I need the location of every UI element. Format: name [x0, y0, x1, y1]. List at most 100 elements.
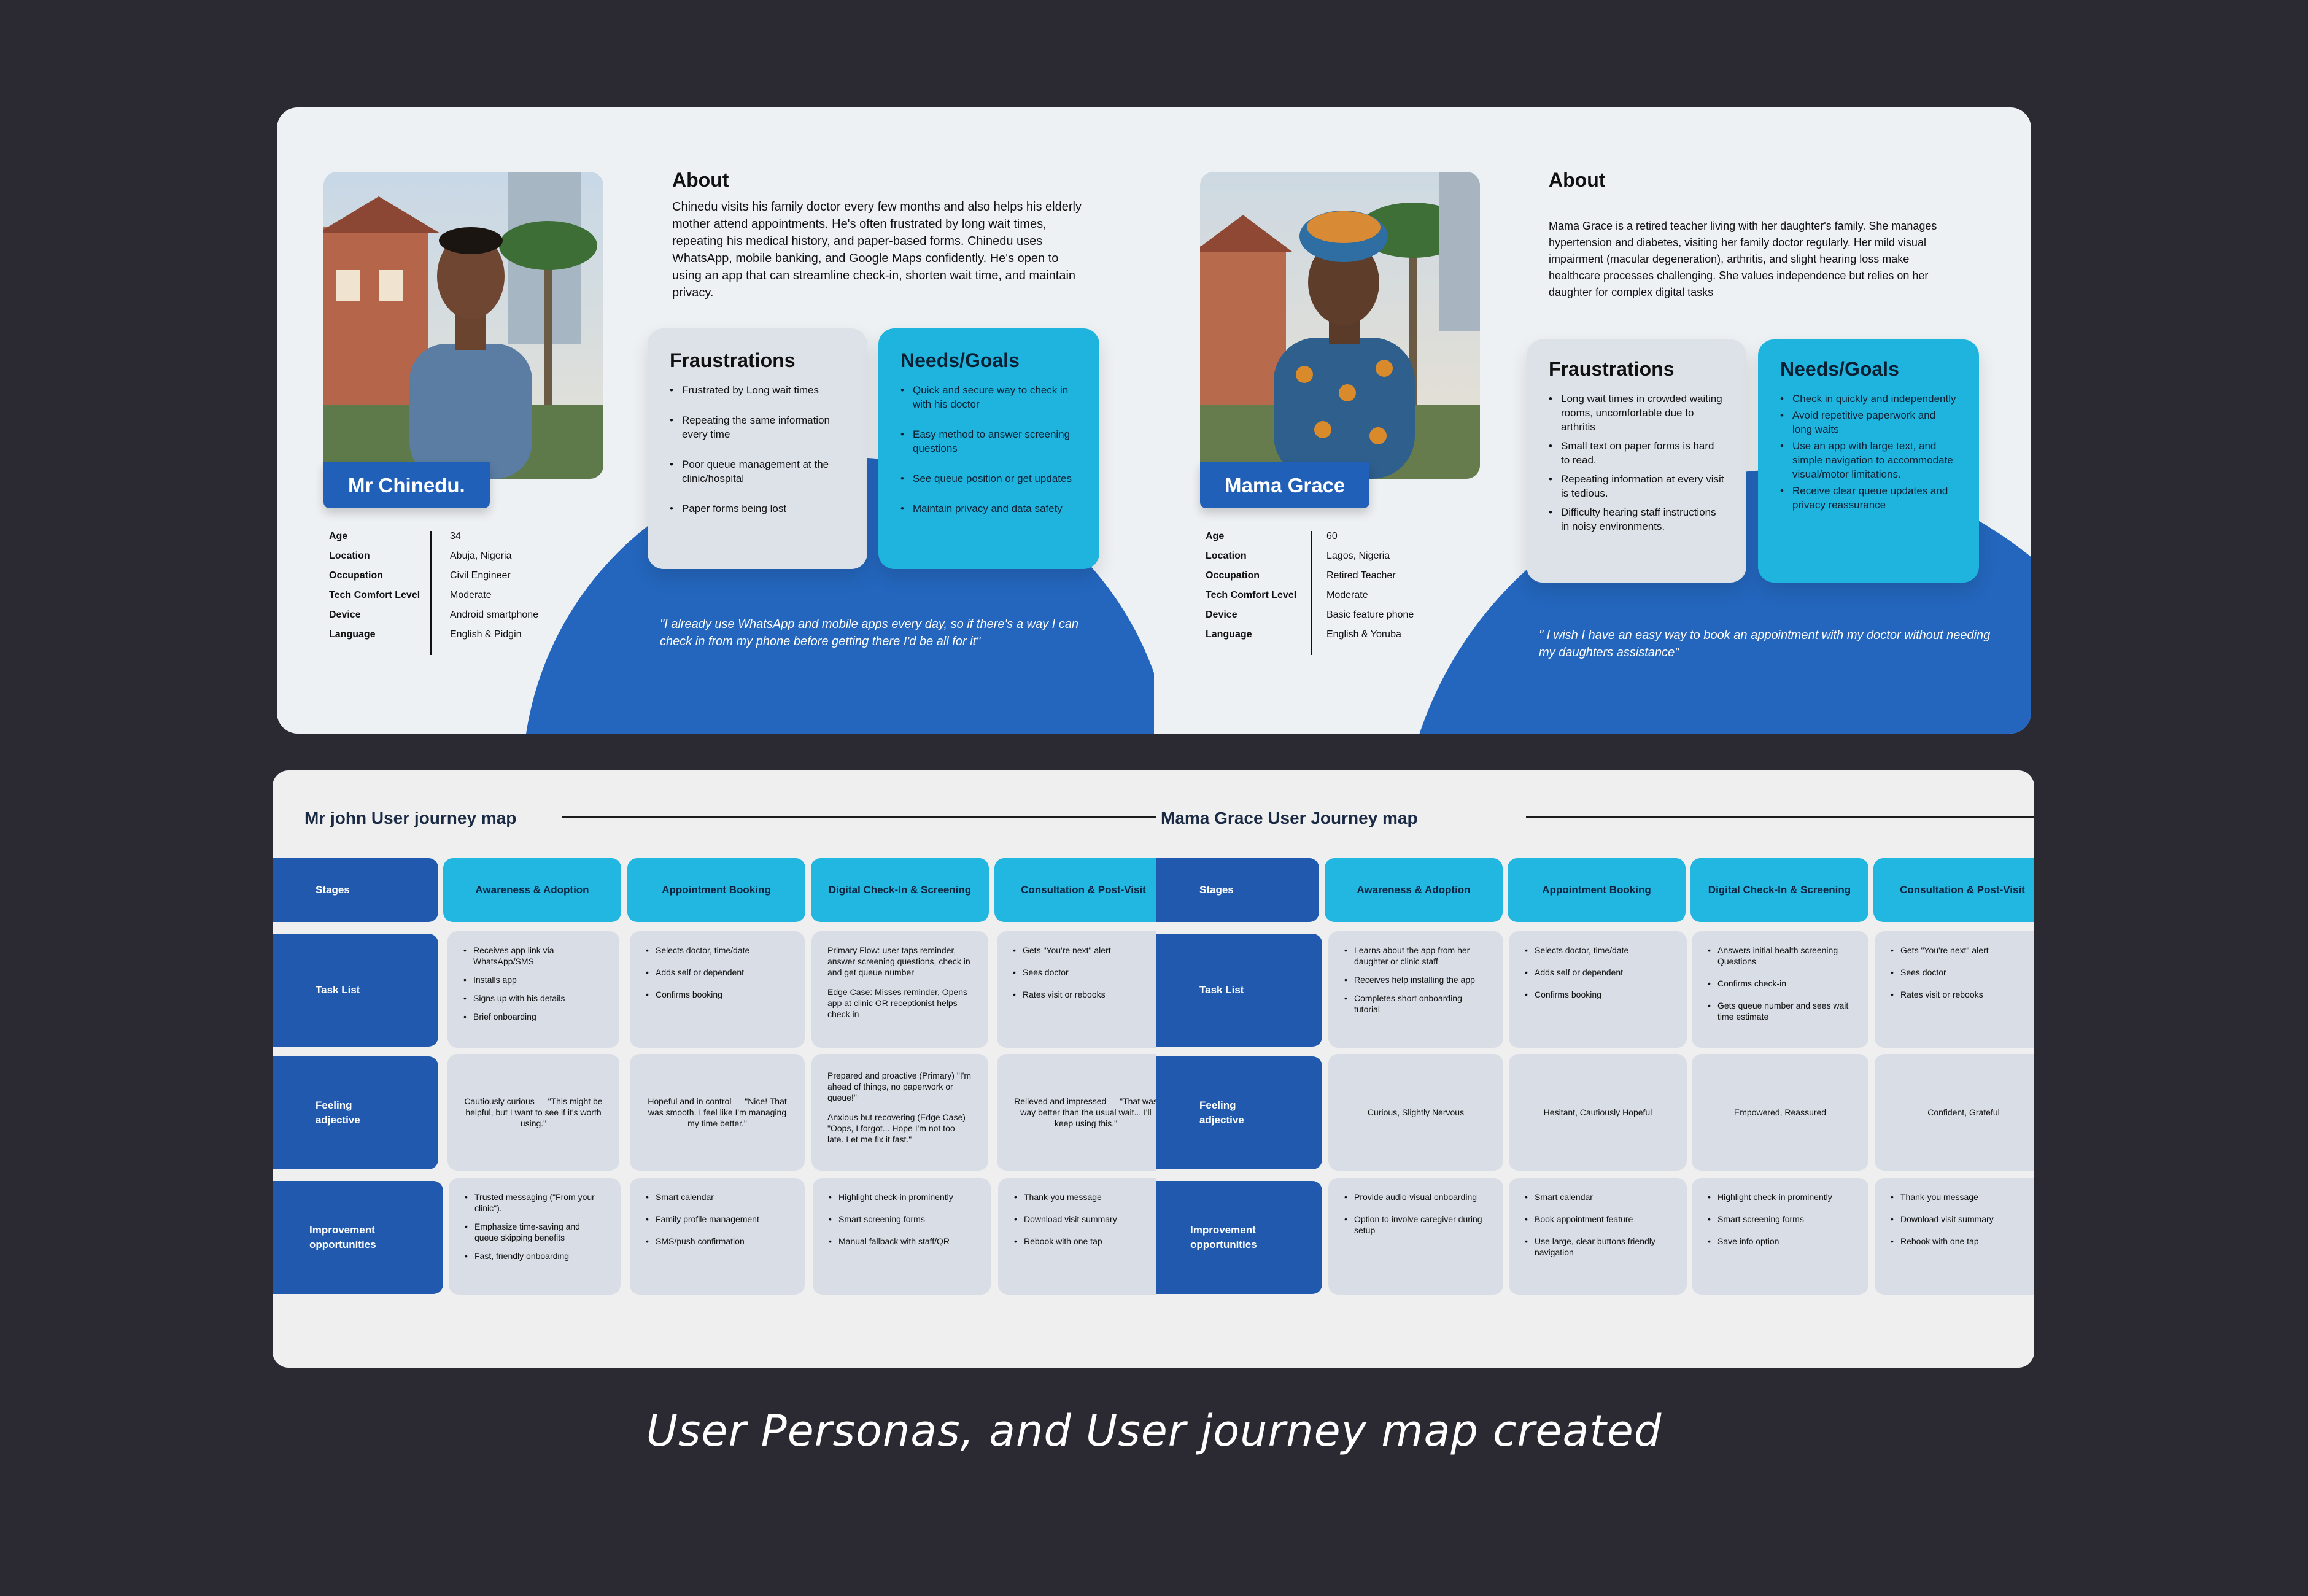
- task-item: Adds self or dependent: [646, 967, 789, 978]
- meta-key: Device: [1206, 610, 1237, 620]
- frustration-item: Repeating the same information every tim…: [670, 413, 845, 441]
- needs-goals-card: Needs/Goals Check in quickly and indepen…: [1758, 339, 1979, 583]
- frustration-item: Small text on paper forms is hard to rea…: [1549, 439, 1724, 467]
- improvement-item: Download visit summary: [1014, 1214, 1156, 1225]
- persona-quote: "I already use WhatsApp and mobile apps …: [660, 618, 1079, 648]
- improvement-item: Rebook with one tap: [1891, 1236, 2034, 1247]
- stage-header: Awareness & Adoption: [443, 858, 621, 922]
- meta-key: Age: [329, 531, 348, 541]
- task-cell: Selects doctor, time/date Adds self or d…: [1509, 931, 1687, 1048]
- meta-value: English & Pidgin: [450, 629, 522, 640]
- task-item: Selects doctor, time/date: [646, 945, 789, 956]
- need-item: Maintain privacy and data safety: [900, 502, 1077, 516]
- task-text: Primary Flow: user taps reminder, answer…: [827, 945, 970, 977]
- task-item: Answers initial health screening Questio…: [1708, 945, 1853, 967]
- persona-photo-chinedu: [323, 172, 603, 479]
- needs-goals-title: Needs/Goals: [1780, 358, 1899, 380]
- persona-chinedu: Mr Chinedu. Age 34 Location Abuja, Nigeria…: [277, 107, 1154, 734]
- task-item: Sees doctor: [1891, 967, 2034, 978]
- improvement-item: Smart calendar: [646, 1191, 789, 1203]
- about-text: Chinedu visits his family doctor every f…: [672, 200, 1082, 300]
- about-title: About: [672, 169, 729, 191]
- task-item: Gets queue number and sees wait time est…: [1708, 1000, 1853, 1022]
- meta-value: Moderate: [1326, 590, 1368, 600]
- frustrations-card: Fraustrations Frustrated by Long wait ti…: [648, 328, 867, 569]
- meta-value: Moderate: [450, 590, 492, 600]
- journey-map-mama-grace: Mama Grace User Journey map Stages Aware…: [1156, 770, 2034, 1368]
- improvement-item: SMS/push confirmation: [646, 1236, 789, 1247]
- frustrations-card: Fraustrations Long wait times in crowded…: [1527, 339, 1746, 583]
- feeling-text: Hesitant, Cautiously Hopeful: [1543, 1107, 1652, 1117]
- page-caption: User Personas, and User journey map crea…: [646, 1406, 1662, 1456]
- row-label-feeling: Feeling adjective: [273, 1056, 438, 1169]
- meta-key: Occupation: [329, 570, 384, 581]
- frustration-item: Long wait times in crowded waiting rooms…: [1549, 392, 1724, 434]
- improvement-item: Emphasize time-saving and queue skipping…: [465, 1221, 605, 1243]
- stage-header: Consultation & Post-Visit: [994, 858, 1156, 922]
- improvement-item: Book appointment feature: [1525, 1214, 1671, 1225]
- task-item: Adds self or dependent: [1525, 967, 1671, 978]
- persona-panel: Mr Chinedu. Age 34 Location Abuja, Nigeria…: [277, 107, 2031, 734]
- row-label-task-list: Task List: [1156, 934, 1322, 1047]
- need-item: Receive clear queue updates and privacy …: [1780, 484, 1957, 512]
- stage-header: Consultation & Post-Visit: [1873, 858, 2034, 922]
- need-item: Quick and secure way to check in with hi…: [900, 383, 1077, 411]
- needs-goals-card: Needs/Goals Quick and secure way to chec…: [878, 328, 1099, 569]
- about-text: Mama Grace is a retired teacher living w…: [1549, 220, 1937, 298]
- task-item: Confirms booking: [646, 989, 789, 1000]
- task-cell: Receives app link via WhatsApp/SMS Insta…: [447, 931, 619, 1048]
- meta-value: 34: [450, 531, 461, 541]
- frustration-item: Frustrated by Long wait times: [670, 383, 845, 397]
- task-item: Gets "You're next" alert: [1013, 945, 1156, 956]
- feeling-text: Anxious but recovering (Edge Case) "Oops…: [827, 1112, 966, 1144]
- task-cell: Answers initial health screening Questio…: [1692, 931, 1868, 1048]
- meta-value: Civil Engineer: [450, 570, 511, 581]
- row-label-stages: Stages: [1156, 858, 1319, 922]
- feeling-cell: Confident, Grateful: [1875, 1054, 2034, 1171]
- meta-key: Occupation: [1206, 570, 1260, 581]
- stage-header: Appointment Booking: [627, 858, 805, 922]
- meta-key: Age: [1206, 531, 1225, 541]
- task-item: Rates visit or rebooks: [1891, 989, 2034, 1000]
- meta-value: Lagos, Nigeria: [1326, 551, 1390, 561]
- feeling-text: Confident, Grateful: [1927, 1107, 2000, 1117]
- persona-name-tag: Mr Chinedu.: [323, 462, 490, 508]
- feeling-cell: Hesitant, Cautiously Hopeful: [1509, 1054, 1687, 1171]
- improvement-item: Rebook with one tap: [1014, 1236, 1156, 1247]
- need-item: Check in quickly and independently: [1780, 392, 1957, 406]
- row-label-improvements: Improvement opportunities: [273, 1181, 443, 1294]
- improvement-item: Smart screening forms: [1708, 1214, 1853, 1225]
- task-item: Rates visit or rebooks: [1013, 989, 1156, 1000]
- about-title: About: [1549, 169, 1606, 191]
- improvement-cell: Provide audio-visual onboarding Option t…: [1328, 1178, 1503, 1295]
- improvement-cell: Smart calendar Book appointment feature …: [1509, 1178, 1687, 1295]
- improvement-item: Fast, friendly onboarding: [465, 1250, 605, 1261]
- meta-value: Basic feature phone: [1326, 610, 1414, 620]
- improvement-item: Manual fallback with staff/QR: [829, 1236, 975, 1247]
- meta-key: Location: [1206, 551, 1247, 561]
- feeling-cell: Relieved and impressed — "That was way b…: [997, 1054, 1156, 1171]
- frustration-item: Repeating information at every visit is …: [1549, 472, 1724, 500]
- improvement-item: Family profile management: [646, 1214, 789, 1225]
- row-label-improvements: Improvement opportunities: [1156, 1181, 1322, 1294]
- task-cell: Selects doctor, time/date Adds self or d…: [630, 931, 805, 1048]
- improvement-cell: Highlight check-in prominently Smart scr…: [813, 1178, 991, 1295]
- meta-value: Retired Teacher: [1326, 570, 1396, 581]
- feeling-cell: Hopeful and in control — "Nice! That was…: [630, 1054, 805, 1171]
- improvement-item: Smart screening forms: [829, 1214, 975, 1225]
- meta-key: Tech Comfort Level: [329, 590, 420, 600]
- improvement-item: Highlight check-in prominently: [829, 1191, 975, 1203]
- meta-key: Tech Comfort Level: [1206, 590, 1297, 600]
- task-item: Installs app: [463, 974, 603, 985]
- stage-header: Appointment Booking: [1508, 858, 1686, 922]
- frustration-item: Poor queue management at the clinic/hosp…: [670, 457, 845, 486]
- feeling-text: Relieved and impressed — "That was way b…: [1014, 1096, 1156, 1128]
- frustrations-title: Fraustrations: [670, 349, 796, 371]
- feeling-text: Empowered, Reassured: [1733, 1107, 1827, 1117]
- meta-key: Location: [329, 551, 370, 561]
- improvement-item: Download visit summary: [1891, 1214, 2034, 1225]
- improvement-item: Save info option: [1708, 1236, 1853, 1247]
- improvement-item: Trusted messaging ("From your clinic").: [465, 1191, 605, 1214]
- meta-value: Abuja, Nigeria: [450, 551, 512, 561]
